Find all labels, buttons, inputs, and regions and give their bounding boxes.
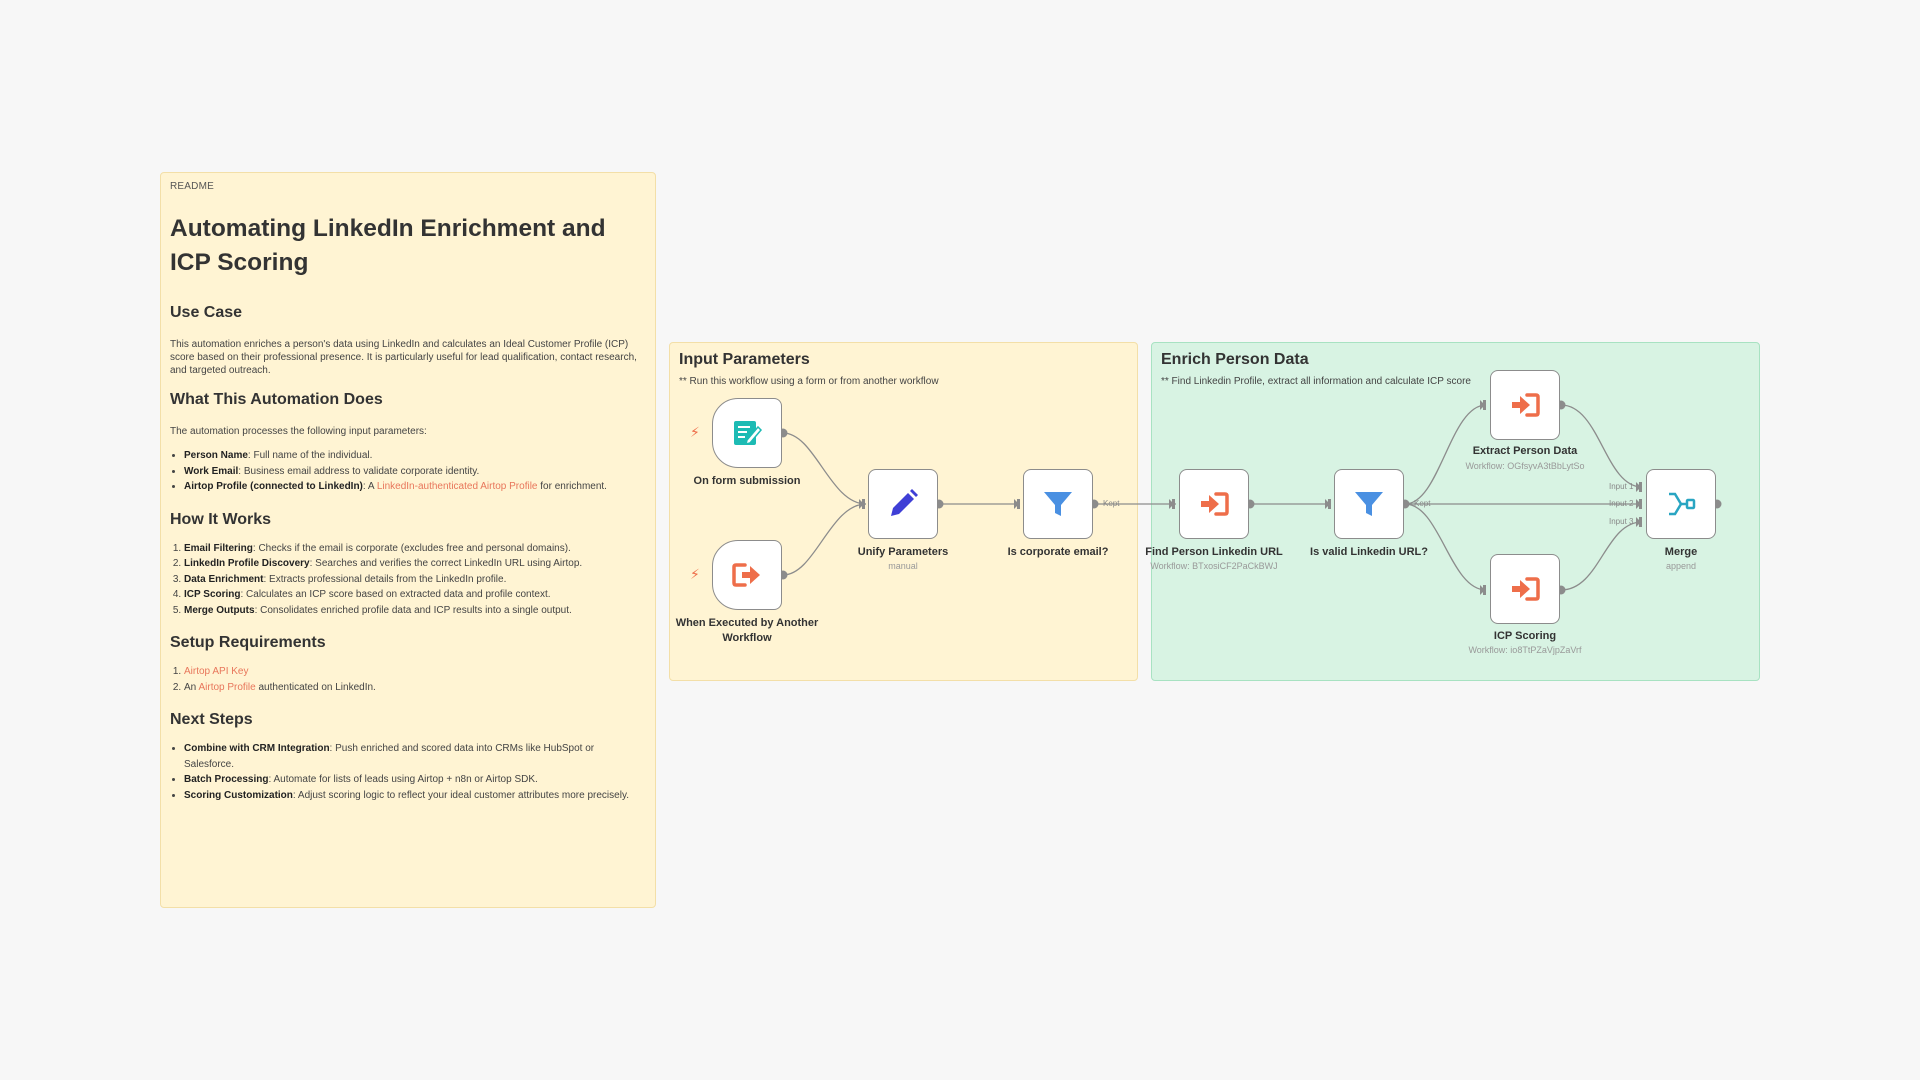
node-icp-scoring[interactable] — [1490, 554, 1560, 624]
setup-heading: Setup Requirements — [170, 634, 326, 651]
node-label: ICP Scoring — [1493, 630, 1557, 642]
list-item: Merge Outputs: Consolidates enriched pro… — [184, 603, 646, 619]
wire-extract-to-merge-input1 — [1560, 404, 1643, 488]
setup-list: Airtop API Key An Airtop Profile authent… — [170, 664, 646, 695]
filter-icon — [1355, 492, 1383, 516]
node-is-valid-linkedin-url[interactable] — [1334, 469, 1404, 539]
edge-label-input-2: Input 2 — [1609, 499, 1634, 508]
enrich-group-subtitle: ** Find Linkedin Profile, extract all in… — [1161, 376, 1471, 387]
execute-workflow-trigger-icon — [732, 563, 760, 587]
list-item: Batch Processing: Automate for lists of … — [184, 772, 646, 788]
readme-title: Automating LinkedIn Enrichment and ICP S… — [170, 215, 606, 276]
filter-icon — [1044, 492, 1072, 516]
trigger-bolt-icon: ⚡︎ — [690, 566, 700, 582]
node-is-corporate-email[interactable] — [1023, 469, 1093, 539]
merge-icon — [1669, 492, 1696, 516]
steps-list: Email Filtering: Checks if the email is … — [170, 541, 646, 619]
node-sublabel: append — [1665, 561, 1697, 571]
node-sublabel: manual — [888, 561, 918, 571]
enrich-group-title: Enrich Person Data — [1161, 351, 1309, 368]
edge-label-input-3: Input 3 — [1609, 517, 1634, 526]
what-heading: What This Automation Does — [170, 391, 383, 408]
wire-form-to-unify — [782, 432, 867, 505]
edge-label-input-1: Input 1 — [1609, 482, 1634, 491]
pencil-icon — [891, 489, 918, 516]
node-label: Merge — [1664, 546, 1698, 558]
form-icon — [734, 421, 763, 446]
next-heading: Next Steps — [170, 711, 253, 728]
execute-workflow-icon — [1512, 393, 1540, 417]
input-group-subtitle: ** Run this workflow using a form or fro… — [679, 376, 939, 387]
node-label: When Executed by Another Workflow — [675, 617, 819, 644]
next-list: Combine with CRM Integration: Push enric… — [170, 741, 646, 803]
edge-label-kept: Kept — [1103, 499, 1120, 508]
readme-caption: README — [170, 181, 214, 192]
list-item: Data Enrichment: Extracts professional d… — [184, 572, 646, 588]
list-item: Airtop Profile (connected to LinkedIn): … — [184, 479, 646, 495]
wire-valid-to-extract — [1404, 404, 1487, 505]
node-sublabel: Workflow: BTxosiCF2PaCkBWJ — [1150, 561, 1278, 571]
edge-label-kept: Kept — [1414, 499, 1431, 508]
node-label: Is valid Linkedin URL? — [1310, 546, 1428, 558]
trigger-bolt-icon: ⚡︎ — [690, 424, 700, 440]
execute-workflow-icon — [1201, 492, 1229, 516]
input-group-title: Input Parameters — [679, 351, 810, 368]
node-unify-parameters[interactable] — [868, 469, 938, 539]
airtop-profile-setup-link[interactable]: Airtop Profile — [198, 681, 256, 693]
execute-workflow-icon — [1512, 577, 1540, 601]
use-case-heading: Use Case — [170, 304, 243, 321]
node-find-person-linkedin-url[interactable] — [1179, 469, 1249, 539]
how-heading: How It Works — [170, 510, 272, 528]
node-merge[interactable] — [1646, 469, 1716, 539]
list-item: ICP Scoring: Calculates an ICP score bas… — [184, 587, 646, 603]
use-case-text: This automation enriches a person's data… — [170, 339, 637, 376]
wire-valid-to-icp — [1404, 503, 1487, 591]
node-sublabel: Workflow: OGfsyvA3tBbLytSo — [1465, 461, 1585, 471]
airtop-profile-link[interactable]: LinkedIn-authenticated Airtop Profile — [376, 481, 538, 492]
airtop-api-key-link[interactable]: Airtop API Key — [184, 666, 249, 677]
node-label: Unify Parameters — [857, 546, 949, 558]
list-item: LinkedIn Profile Discovery: Searches and… — [184, 556, 646, 572]
wire-icp-to-merge-input3 — [1560, 521, 1643, 591]
node-label: Extract Person Data — [1472, 445, 1578, 457]
params-list: Person Name: Full name of the individual… — [170, 448, 646, 495]
list-item: Airtop API Key — [184, 664, 646, 680]
list-item: Combine with CRM Integration: Push enric… — [184, 741, 646, 772]
list-item: Person Name: Full name of the individual… — [184, 448, 646, 464]
node-sublabel: Workflow: io8TtPZaVjpZaVrf — [1468, 645, 1582, 655]
list-item: Email Filtering: Checks if the email is … — [184, 541, 646, 557]
node-label: On form submission — [693, 475, 801, 487]
list-item: Scoring Customization: Adjust scoring lo… — [184, 788, 646, 804]
readme-sticky-note[interactable]: README Automating LinkedIn Enrichment an… — [160, 172, 656, 908]
node-label: Find Person Linkedin URL — [1145, 546, 1283, 558]
node-label: Is corporate email? — [1007, 546, 1109, 558]
what-intro: The automation processes the following i… — [170, 426, 427, 437]
list-item: An Airtop Profile authenticated on Linke… — [184, 680, 646, 696]
node-on-form-submission[interactable] — [712, 398, 782, 468]
wire-exec-to-unify — [782, 503, 867, 576]
list-item: Work Email: Business email address to va… — [184, 464, 646, 480]
node-extract-person-data[interactable] — [1490, 370, 1560, 440]
node-when-executed-by-another-workflow[interactable] — [712, 540, 782, 610]
